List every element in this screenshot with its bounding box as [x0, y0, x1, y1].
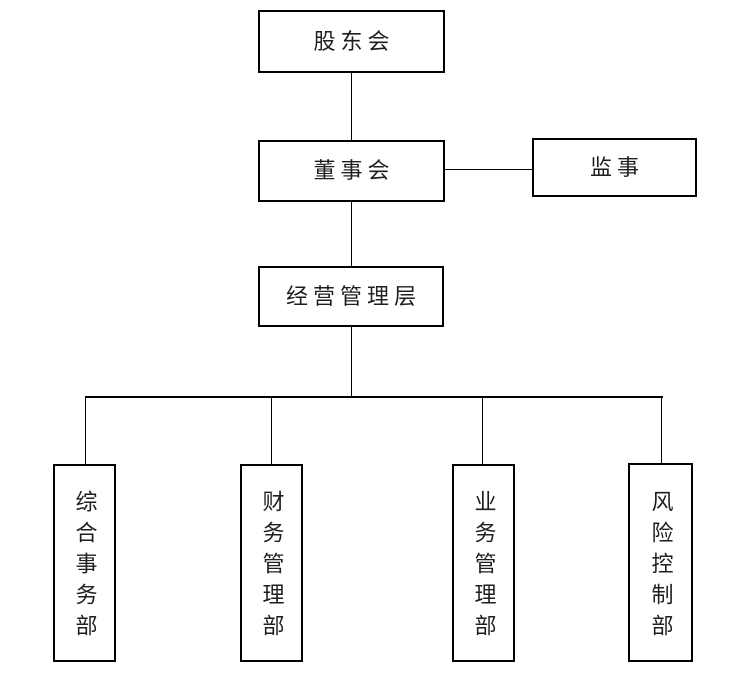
node-supervisor-label: 监事 [589, 154, 644, 180]
node-board-of-directors: 董事会 [258, 140, 445, 202]
connector-board-supervisor [445, 169, 532, 170]
connector-drop-general-affairs [85, 398, 86, 464]
node-risk-control-label: 风险控制部 [648, 489, 674, 645]
node-general-affairs-dept: 综合事务部 [53, 464, 116, 662]
connector-drop-finance [271, 398, 272, 464]
connector-board-management [351, 202, 352, 266]
node-board-label: 董事会 [313, 158, 395, 183]
connector-drop-risk [661, 398, 662, 463]
connector-drop-business [482, 398, 483, 464]
node-management-layer: 经营管理层 [258, 266, 444, 327]
node-risk-control-dept: 风险控制部 [628, 463, 693, 662]
node-shareholders-meeting: 股东会 [258, 10, 445, 73]
node-general-affairs-label: 综合事务部 [72, 490, 98, 645]
connector-shareholders-board [351, 73, 352, 140]
node-business-management-label: 业务管理部 [471, 490, 497, 645]
connector-departments-bus [85, 396, 663, 398]
node-shareholders-label: 股东会 [313, 28, 395, 54]
node-business-management-dept: 业务管理部 [452, 464, 515, 662]
node-finance-management-dept: 财务管理部 [240, 464, 303, 662]
node-management-label: 经营管理层 [285, 283, 421, 309]
node-finance-management-label: 财务管理部 [259, 490, 285, 645]
node-supervisor: 监事 [532, 138, 697, 197]
connector-management-trunk [351, 327, 352, 397]
